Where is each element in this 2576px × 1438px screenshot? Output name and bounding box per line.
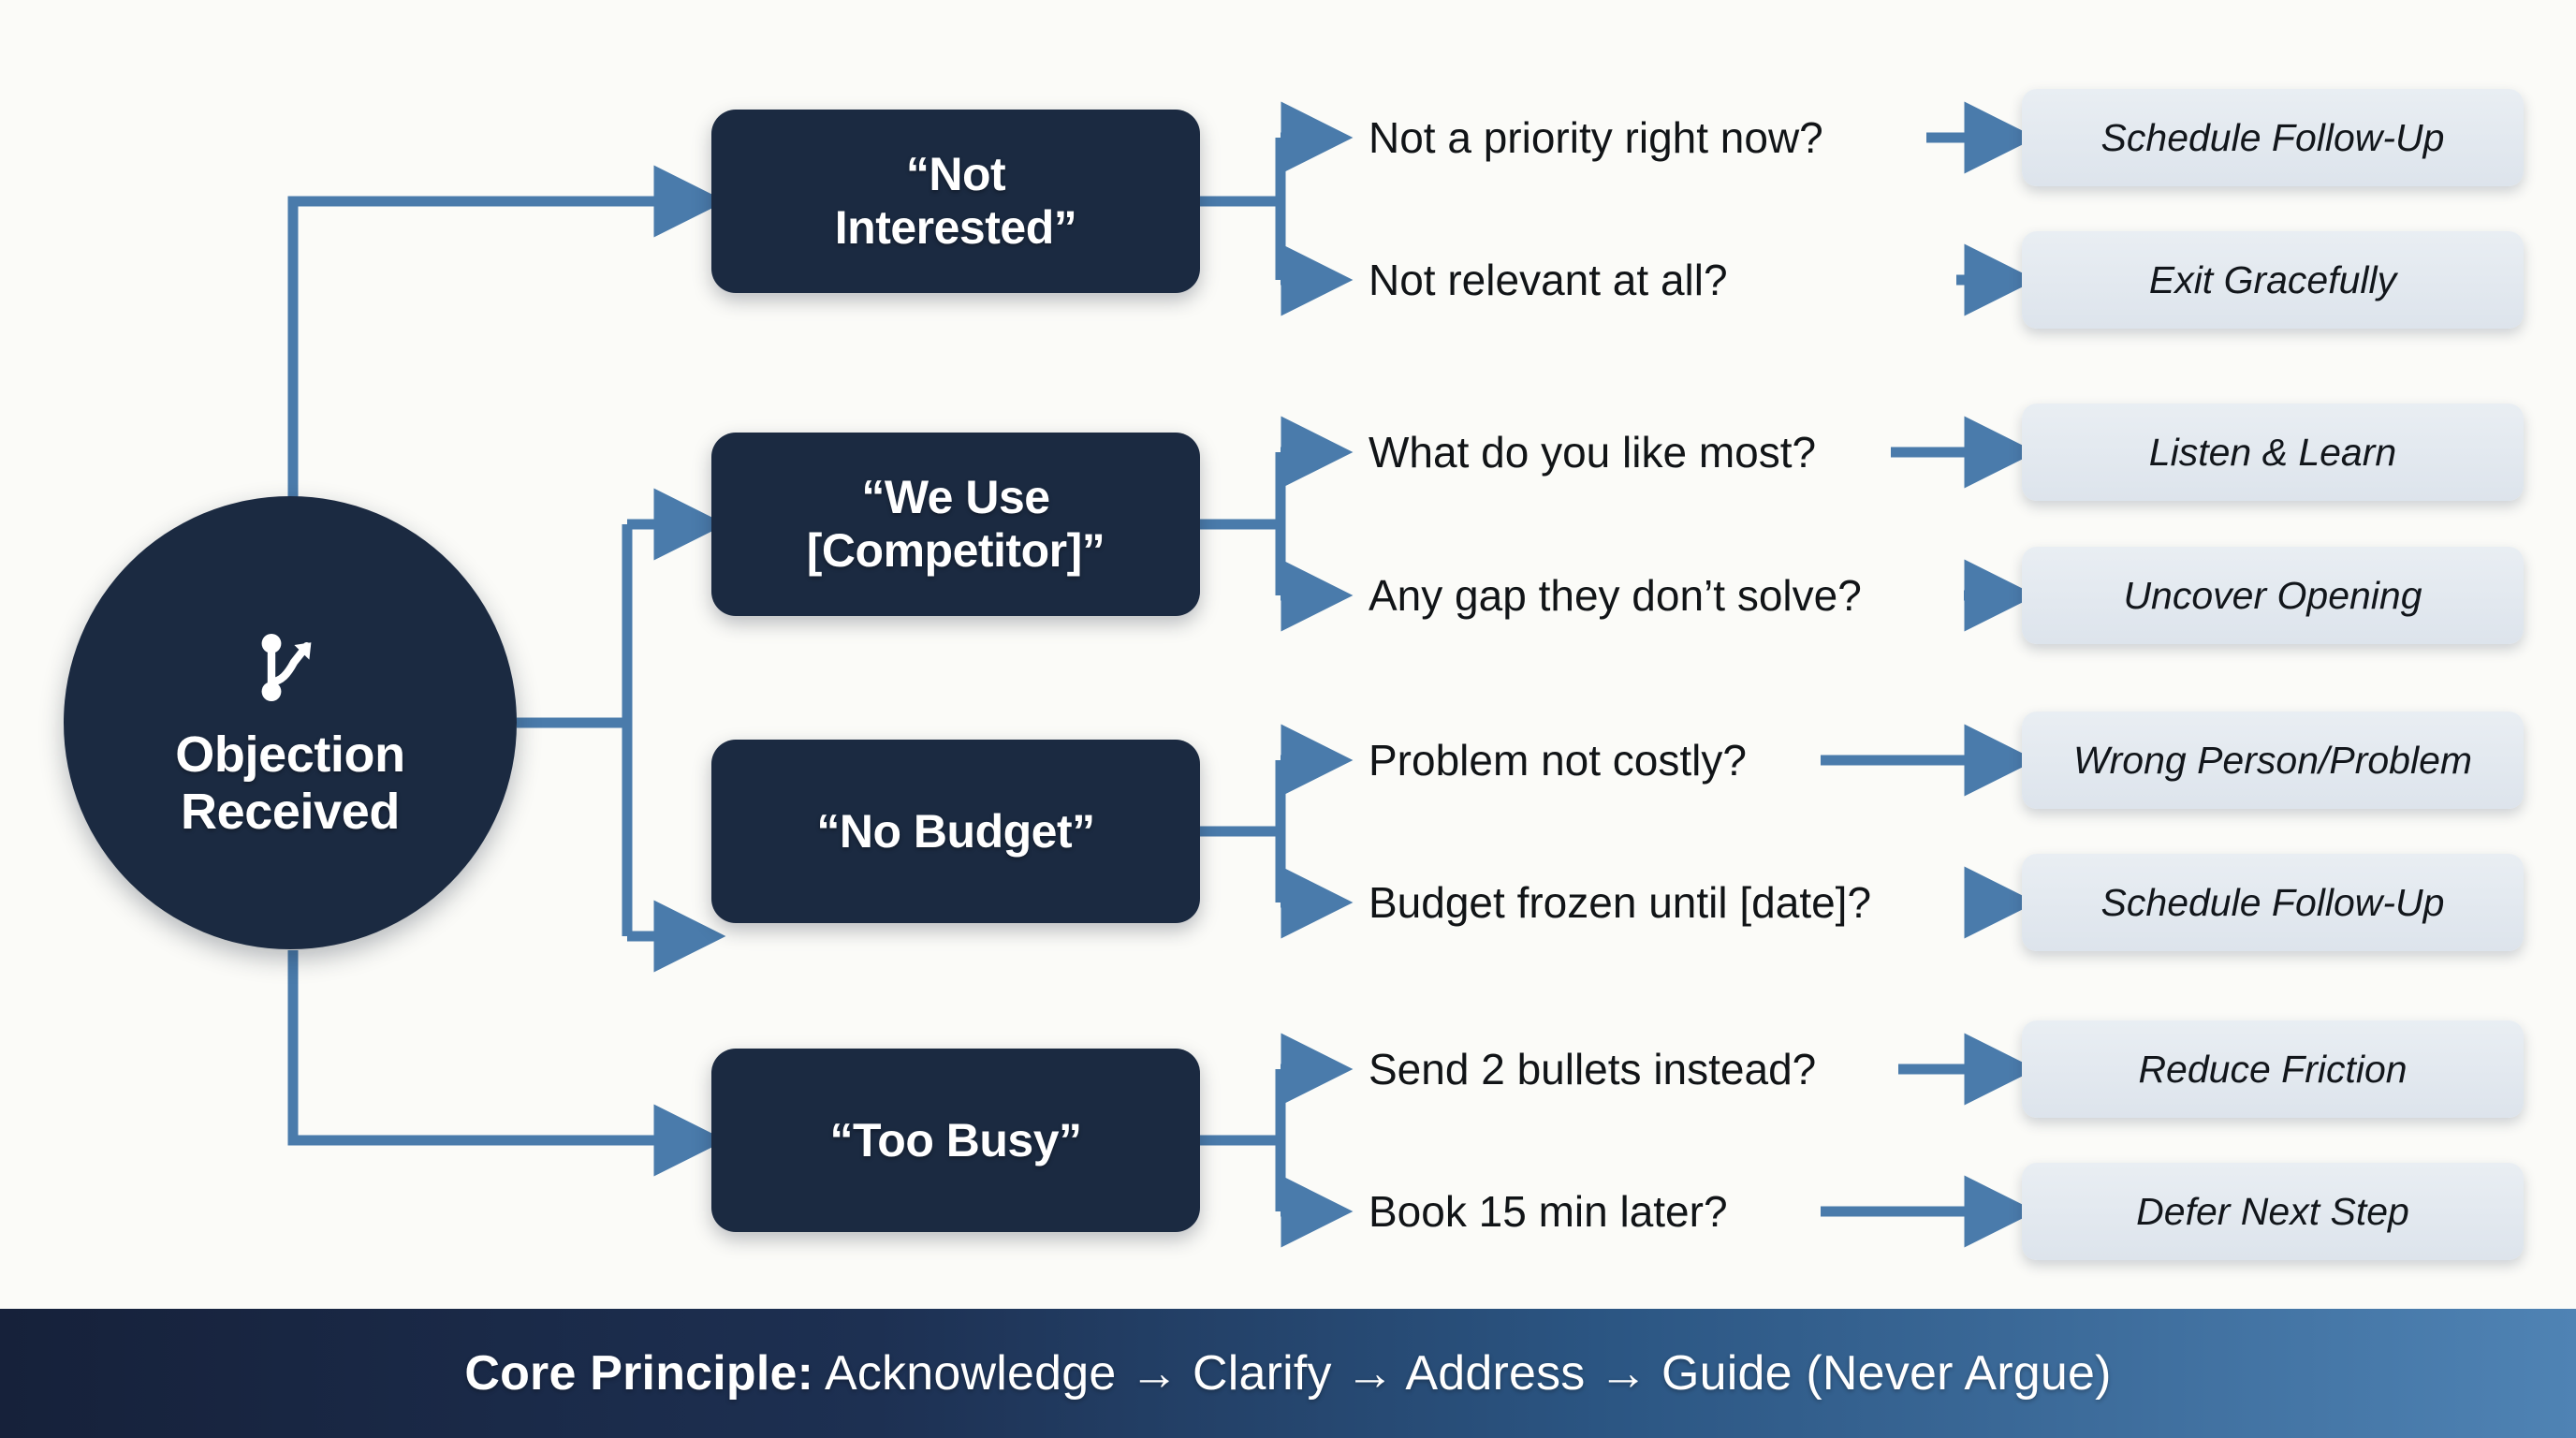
objection-box-we-use-competitor[interactable]: “We Use [Competitor]” <box>711 433 1200 616</box>
outcome-label: Exit Gracefully <box>2148 257 2397 301</box>
question-text-b3-p2: Budget frozen until [date]? <box>1368 878 1872 927</box>
outcome-label: Schedule Follow-Up <box>2100 880 2445 924</box>
question-text-b4-p2: Book 15 min later? <box>1368 1187 1728 1236</box>
objection-label: “Not Interested” <box>834 148 1077 254</box>
outcome-label: Uncover Opening <box>2123 573 2422 617</box>
objection-box-not-interested[interactable]: “Not Interested” <box>711 110 1200 293</box>
outcome-label: Defer Next Step <box>2136 1189 2409 1233</box>
outcome-box-b3-p1[interactable]: Wrong Person/Problem <box>2022 712 2524 809</box>
question-text-b4-p1: Send 2 bullets instead? <box>1368 1045 1817 1093</box>
objection-label: “We Use [Competitor]” <box>806 471 1105 577</box>
question-text-b3-p1: Problem not costly? <box>1368 736 1747 785</box>
footer-banner: Core Principle: Acknowledge → Clarify → … <box>0 1309 2576 1438</box>
outcome-box-b4-p1[interactable]: Reduce Friction <box>2022 1020 2524 1118</box>
outcome-box-b4-p2[interactable]: Defer Next Step <box>2022 1163 2524 1260</box>
question-text-b1-p2: Not relevant at all? <box>1368 256 1728 304</box>
question-text-b1-p1: Not a priority right now? <box>1368 113 1823 162</box>
root-node-objection-received[interactable]: Objection Received <box>64 496 517 949</box>
question-text-b2-p1: What do you like most? <box>1368 428 1817 477</box>
question-text-b2-p2: Any gap they don’t solve? <box>1368 571 1862 620</box>
outcome-label: Schedule Follow-Up <box>2100 115 2445 159</box>
wire-root-to-too-busy <box>287 950 726 1177</box>
branch-fork-arrow-icon <box>245 623 335 717</box>
outcome-box-b1-p1[interactable]: Schedule Follow-Up <box>2022 89 2524 186</box>
outcome-box-b2-p2[interactable]: Uncover Opening <box>2022 547 2524 644</box>
outcome-label: Listen & Learn <box>2148 430 2397 474</box>
outcome-box-b2-p1[interactable]: Listen & Learn <box>2022 404 2524 501</box>
objection-box-too-busy[interactable]: “Too Busy” <box>711 1049 1200 1232</box>
root-node-label: Objection Received <box>175 726 405 840</box>
core-principle-label: Core Principle: <box>464 1346 814 1401</box>
outcome-label: Reduce Friction <box>2138 1047 2408 1091</box>
outcome-box-b1-p2[interactable]: Exit Gracefully <box>2022 231 2524 329</box>
objection-label: “Too Busy” <box>829 1113 1082 1167</box>
objection-box-no-budget[interactable]: “No Budget” <box>711 740 1200 923</box>
core-principle-steps: Acknowledge → Clarify → Address → Guide … <box>813 1346 2112 1401</box>
objection-label: “No Budget” <box>816 804 1095 858</box>
outcome-label: Wrong Person/Problem <box>2072 738 2473 782</box>
core-principle-text: Core Principle: Acknowledge → Clarify → … <box>464 1349 2111 1398</box>
outcome-box-b3-p2[interactable]: Schedule Follow-Up <box>2022 854 2524 951</box>
